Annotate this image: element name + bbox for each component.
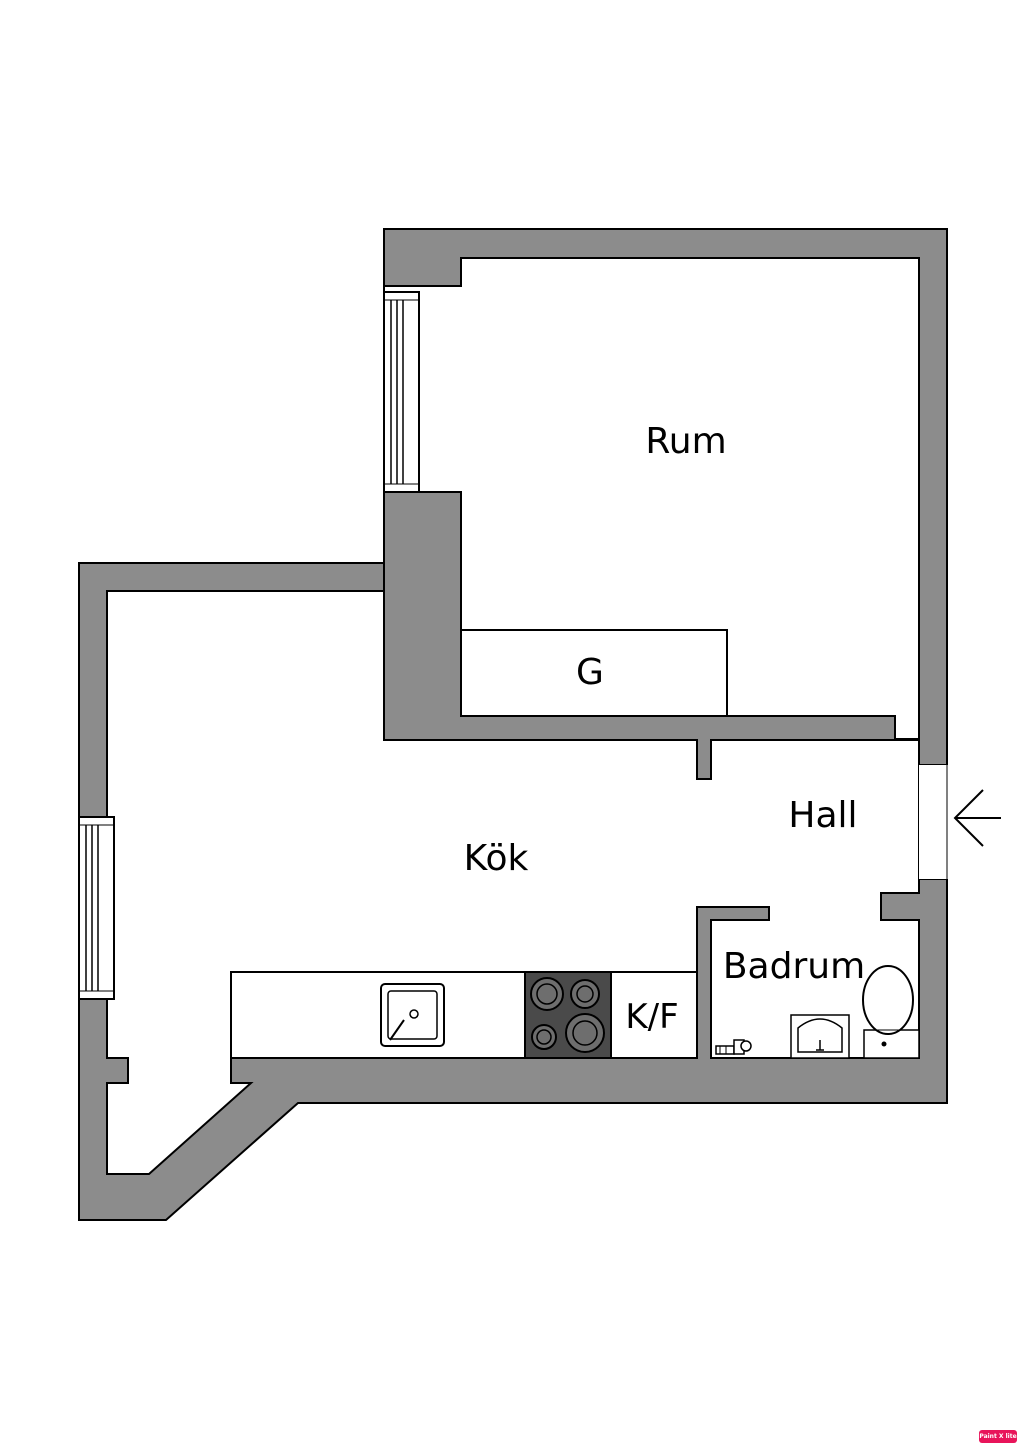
stove-icon xyxy=(524,971,612,1059)
toilet-icon xyxy=(862,965,920,1059)
walls xyxy=(78,228,948,1221)
entrance-opening xyxy=(919,765,949,879)
window-icon xyxy=(383,291,420,493)
fridge-freezer xyxy=(610,971,698,1059)
room-label-hall: Hall xyxy=(788,795,857,836)
room-label-badrum: Badrum xyxy=(723,946,865,987)
entrance-arrow-icon xyxy=(953,789,1001,847)
watermark-badge: Paint X lite xyxy=(979,1430,1017,1443)
sink-icon xyxy=(380,983,445,1047)
room-label-rum: Rum xyxy=(645,421,726,462)
faucet-icon xyxy=(715,1039,752,1055)
room-label-garderob: G xyxy=(576,652,604,693)
room-label-kok: Kök xyxy=(464,838,529,879)
washbasin-icon xyxy=(790,1014,850,1059)
window-icon xyxy=(78,816,115,1000)
appliance-label-kf: K/F xyxy=(625,997,678,1037)
wardrobe xyxy=(460,629,728,717)
